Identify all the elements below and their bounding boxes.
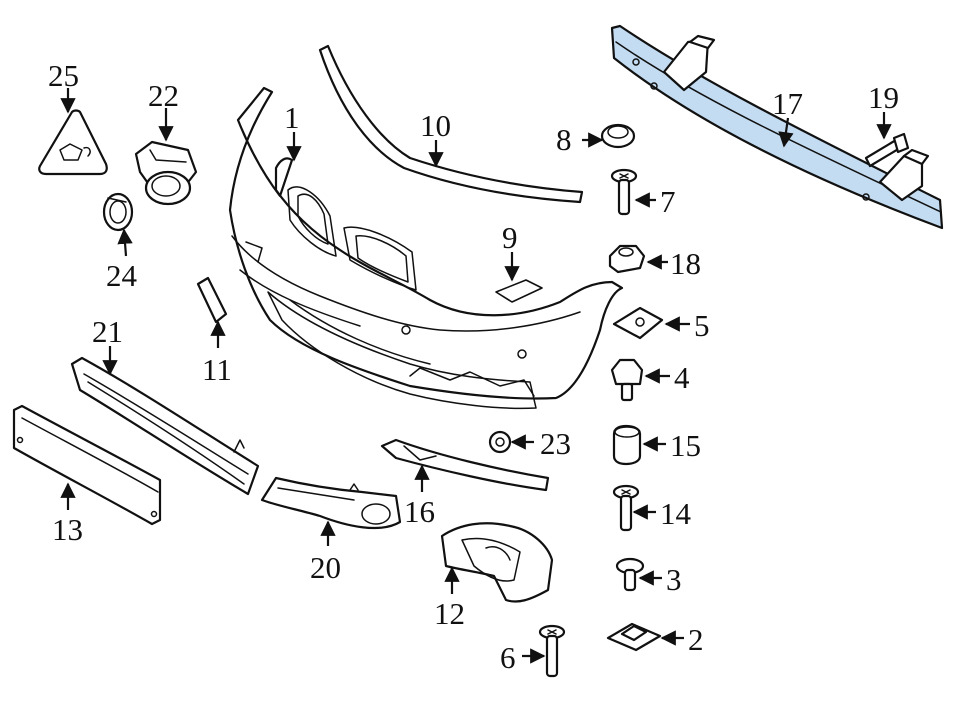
part-22-park-sensor[interactable] [134, 140, 198, 206]
callout-8[interactable]: 8 [556, 122, 572, 157]
part-4-bolt[interactable] [610, 358, 644, 402]
part-2-nut[interactable] [606, 622, 662, 652]
callout-labels: 1 10 25 22 24 11 9 21 13 20 16 12 23 8 7… [48, 58, 899, 675]
part-15-grommet[interactable] [612, 424, 642, 466]
callout-3[interactable]: 3 [666, 562, 682, 597]
callout-21[interactable]: 21 [92, 314, 123, 349]
callout-11[interactable]: 11 [202, 352, 232, 387]
callout-23[interactable]: 23 [540, 426, 571, 461]
callout-18[interactable]: 18 [670, 246, 701, 281]
callout-15[interactable]: 15 [670, 428, 701, 463]
part-20-fog-grille[interactable] [260, 476, 402, 530]
part-13-lower-strip[interactable] [12, 404, 162, 526]
callout-12[interactable]: 12 [434, 596, 465, 631]
leader-arrows [60, 88, 892, 664]
part-17-reinforcement-bar[interactable] [610, 24, 944, 230]
callout-14[interactable]: 14 [660, 496, 692, 531]
callout-5[interactable]: 5 [694, 308, 710, 343]
part-21-lower-grille[interactable] [70, 356, 260, 496]
part-6-screw[interactable] [538, 624, 566, 678]
part-8-plug[interactable] [600, 123, 636, 149]
callout-25[interactable]: 25 [48, 58, 79, 93]
part-12-bracket[interactable] [440, 522, 554, 603]
callout-19[interactable]: 19 [868, 80, 899, 115]
part-14-screw[interactable] [612, 484, 640, 532]
callout-10[interactable]: 10 [420, 108, 451, 143]
callout-2[interactable]: 2 [688, 622, 704, 657]
part-24-sensor-ring[interactable] [102, 192, 134, 232]
part-18-nut[interactable] [608, 244, 646, 274]
part-11-trim-piece[interactable] [196, 276, 228, 324]
part-23-washer[interactable] [488, 430, 512, 454]
callout-4[interactable]: 4 [674, 360, 690, 395]
callout-20[interactable]: 20 [310, 550, 341, 585]
part-7-screw[interactable] [610, 168, 638, 216]
callout-7[interactable]: 7 [660, 184, 676, 219]
part-3-screw[interactable] [615, 557, 645, 592]
callout-1[interactable]: 1 [284, 100, 300, 135]
part-9-pad[interactable] [495, 279, 543, 303]
part-5-clip-nut[interactable] [612, 306, 664, 340]
callout-22[interactable]: 22 [148, 78, 179, 113]
part-16-bracket-strip[interactable] [380, 438, 550, 492]
callout-16[interactable]: 16 [404, 494, 435, 529]
callout-24[interactable]: 24 [106, 258, 138, 293]
callout-17[interactable]: 17 [772, 86, 803, 121]
part-10-upper-strip[interactable] [318, 44, 584, 204]
part-19-bolt[interactable] [864, 132, 910, 168]
callout-6[interactable]: 6 [500, 640, 516, 675]
part-1-bumper-cover[interactable] [228, 86, 624, 410]
callout-13[interactable]: 13 [52, 512, 83, 547]
callout-9[interactable]: 9 [502, 220, 518, 255]
part-25-warning-label[interactable] [38, 109, 108, 176]
